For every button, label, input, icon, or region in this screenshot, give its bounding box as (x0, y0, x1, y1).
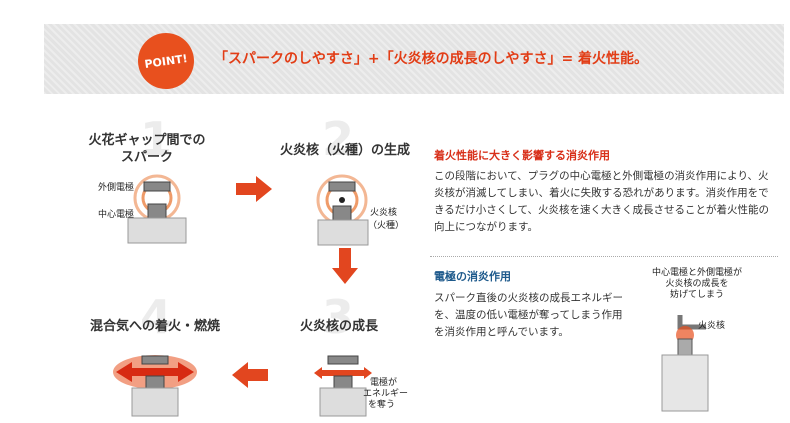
step-1-ground-electrode-label: 外側電極 (98, 183, 135, 193)
point-badge-label: POINT! (143, 51, 189, 71)
step-3-label-1: 電極が (370, 378, 398, 388)
section-2-caption-line1: 中心電極と外側電極が (651, 268, 742, 278)
step-3-label-3: を奪う (368, 400, 396, 410)
step-2-kernel-label-2: （火種） (368, 221, 405, 231)
section-2-caption-line3: 妨げてしまう (669, 290, 724, 300)
step-2-plug-illustration (316, 174, 369, 246)
step-1-title-line1: 火花ギャップ間での (88, 133, 206, 148)
step-3-plug-illustration (314, 355, 372, 417)
step-4-title: 混合気への着火・燃焼 (90, 319, 221, 334)
section-divider (430, 256, 778, 257)
section-1-body: この段階において、プラグの中心電極と外側電極の消炎作用により、火炎核が消滅してし… (434, 170, 769, 233)
step-3-title: 火炎核の成長 (300, 319, 379, 334)
section-2-body: スパーク直後の火炎核の成長エネルギーを、温度の低い電極が奪ってしまう作用を消炎作… (434, 292, 623, 338)
step-1-title-line2: スパーク (120, 150, 173, 165)
step-2-kernel-label-1: 火炎核 (370, 208, 398, 218)
section-2-heading: 電極の消炎作用 (434, 270, 511, 283)
section-2-kernel-label: 火炎核 (698, 321, 726, 331)
step-3-number: 3 (322, 290, 355, 344)
section-1-heading: 着火性能に大きく影響する消炎作用 (434, 149, 610, 162)
step-4-number: 4 (140, 290, 173, 344)
section-2-plug-illustration (661, 315, 709, 412)
arrow-left-icon (232, 362, 268, 388)
banner-headline: 「スパークのしやすさ」+「火炎核の成長のしやすさ」= 着火性能。 (214, 51, 649, 67)
step-1-title: 火花ギャップ間での スパーク (82, 132, 212, 166)
arrow-down-icon (332, 248, 358, 284)
step-4-plug-illustration (113, 355, 197, 417)
step-1-center-electrode-label: 中心電極 (98, 210, 135, 220)
step-1-plug-illustration (127, 174, 187, 244)
arrow-right-icon (236, 176, 272, 202)
section-2-caption-line2: 火炎核の成長を (665, 279, 729, 289)
step-2-title: 火炎核（火種）の生成 (280, 143, 411, 158)
step-3-label-2: エネルギー (363, 389, 409, 399)
section-2-caption: 中心電極と外側電極が 火炎核の成長を 妨げてしまう (642, 268, 752, 301)
step-1-number: 1 (140, 112, 173, 166)
step-2-number: 2 (322, 112, 355, 166)
